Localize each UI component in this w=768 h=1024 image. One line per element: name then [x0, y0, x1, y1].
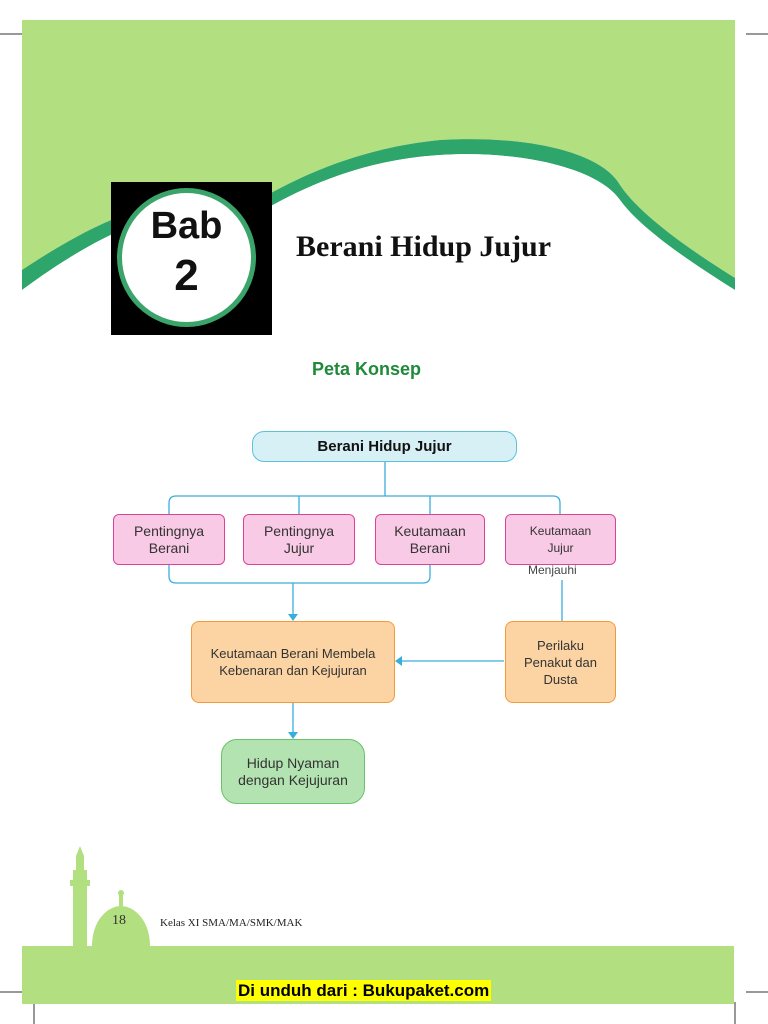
node-hidup-nyaman: Hidup Nyaman dengan Kejujuran: [221, 739, 365, 804]
arrow-left-icon: [395, 656, 402, 666]
node-pentingnya-jujur-line-2: Jujur: [283, 539, 315, 556]
chapter-word: Bab: [150, 205, 223, 247]
node-keutamaan-berani-line-2: Berani: [409, 539, 451, 556]
concept-map-heading: Peta Konsep: [312, 359, 422, 379]
node-keutamaan-jujur: Keutamaan Jujur: [505, 514, 616, 565]
concept-map-connectors: [168, 462, 563, 732]
node-pentingnya-berani-line-2: Berani: [148, 539, 190, 556]
node-pentingnya-jujur-line-1: Pentingnya: [263, 522, 335, 539]
node-perilaku-line-1: Perilaku: [537, 637, 584, 653]
footer-decoration: [22, 846, 734, 1004]
chapter-circle: Bab 2: [117, 188, 256, 327]
node-keutamaan-membela-line-1: Keutamaan Berani Membela: [210, 646, 376, 661]
class-label: Kelas XI SMA/MA/SMK/MAK: [160, 917, 303, 929]
node-hidup-nyaman-line-1: Hidup Nyaman: [246, 754, 340, 771]
chapter-title: Berani Hidup Jujur: [296, 230, 552, 263]
arrow-down-icon: [288, 614, 298, 621]
chapter-badge: Bab 2: [111, 182, 272, 335]
menjauhi-label: Menjauhi: [528, 563, 577, 577]
node-keutamaan-berani: Keutamaan Berani: [375, 514, 485, 565]
connector-arrowheads: [288, 614, 402, 739]
node-pentingnya-berani: Pentingnya Berani: [113, 514, 225, 565]
chapter-number: 2: [174, 251, 199, 300]
node-pentingnya-jujur: Pentingnya Jujur: [243, 514, 355, 565]
node-hidup-nyaman-line-2: dengan Kejujuran: [238, 771, 348, 788]
node-pentingnya-berani-line-1: Pentingnya: [133, 522, 205, 539]
node-perilaku: Perilaku Penakut dan Dusta: [505, 621, 616, 703]
concept-root-node: Berani Hidup Jujur: [252, 431, 517, 462]
arrow-down-icon: [288, 732, 298, 739]
page-number: 18: [112, 913, 126, 928]
node-perilaku-line-2: Penakut dan: [523, 654, 597, 670]
node-keutamaan-membela-line-2: Kebenaran dan Kejujuran: [219, 663, 367, 678]
download-banner[interactable]: Di unduh dari : Bukupaket.com: [236, 980, 492, 1001]
mosque-silhouette-icon: [67, 846, 152, 960]
node-keutamaan-membela: Keutamaan Berani Membela Kebenaran dan K…: [191, 621, 395, 703]
concept-root-label: Berani Hidup Jujur: [317, 438, 452, 455]
node-perilaku-line-3: Dusta: [543, 671, 578, 687]
crop-marks: [0, 33, 768, 1024]
node-keutamaan-berani-line-1: Keutamaan: [394, 522, 466, 539]
node-keutamaan-jujur-line-2: Jujur: [547, 540, 574, 555]
node-keutamaan-jujur-line-1: Keutamaan: [529, 523, 592, 538]
